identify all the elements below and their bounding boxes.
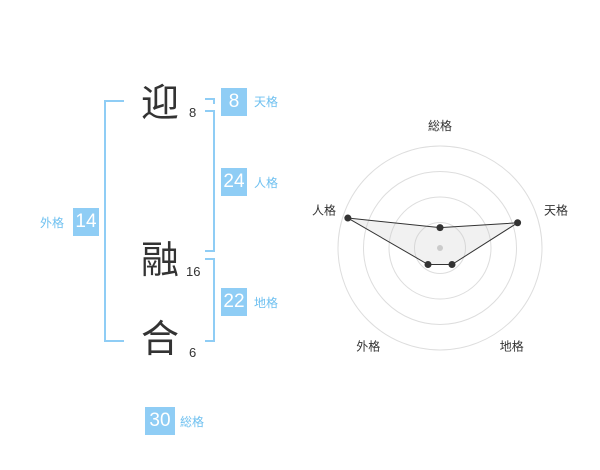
- chikaku-bracket: [205, 258, 215, 342]
- gaikaku-label: 外格: [40, 216, 65, 230]
- radar-axis-label: 人格: [312, 202, 336, 217]
- radar-center: [437, 245, 443, 251]
- tenkaku-label: 天格: [254, 95, 279, 109]
- radar-ring: [363, 171, 517, 325]
- chikaku-value: 22: [221, 288, 247, 316]
- radar-point: [514, 219, 522, 227]
- radar-axis-label: 地格: [500, 339, 524, 354]
- jinkaku-bracket: [205, 110, 215, 252]
- gaikaku-value: 14: [73, 208, 99, 236]
- name-char-3: 合: [141, 317, 180, 361]
- radar-area: [347, 217, 518, 266]
- stroke-count-2: 16: [186, 264, 201, 279]
- radar-point: [424, 261, 432, 269]
- radar-ring: [414, 222, 466, 274]
- tenkaku-bracket: [205, 98, 215, 104]
- radar-point: [344, 214, 352, 222]
- radar-axis-label: 外格: [356, 339, 380, 354]
- radar-point: [436, 224, 444, 232]
- radar-ring: [388, 196, 492, 300]
- soukaku-label: 総格: [180, 415, 205, 429]
- chikaku-label: 地格: [254, 296, 279, 310]
- name-char-1: 迎: [141, 81, 180, 125]
- jinkaku-label: 人格: [254, 176, 279, 190]
- radar-point: [448, 261, 456, 269]
- stroke-count-3: 6: [189, 345, 197, 360]
- tenkaku-value: 8: [221, 88, 247, 116]
- soukaku-value: 30: [145, 407, 175, 435]
- jinkaku-value: 24: [221, 168, 247, 196]
- radar-ring: [337, 145, 543, 351]
- gaikaku-bracket: [104, 100, 124, 342]
- name-char-2: 融: [141, 238, 180, 282]
- radar-axis-label: 総格: [428, 118, 452, 133]
- radar-axis-label: 天格: [544, 202, 568, 217]
- stroke-count-1: 8: [189, 105, 197, 120]
